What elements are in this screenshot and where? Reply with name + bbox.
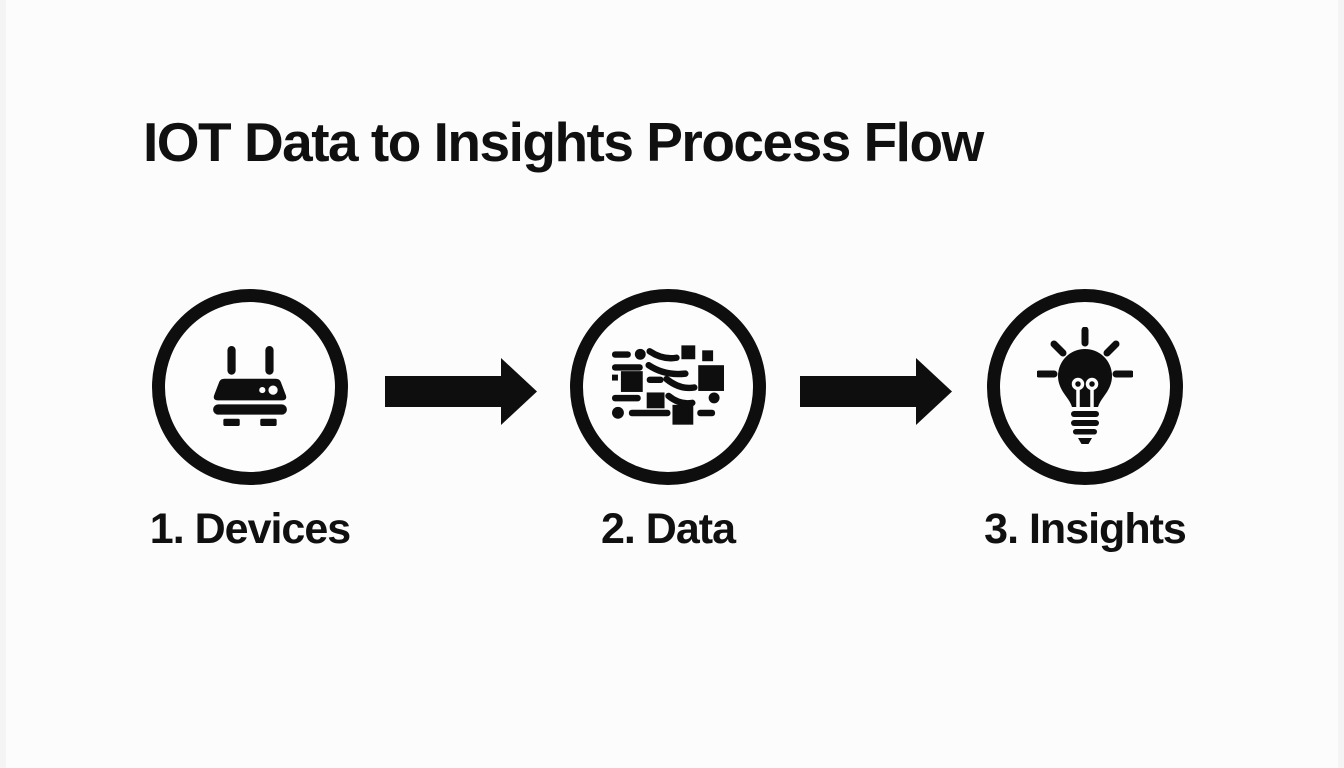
step-circle-devices bbox=[152, 289, 348, 485]
step-label-insights: 3. Insights bbox=[984, 505, 1187, 553]
step-label-devices: 1. Devices bbox=[149, 505, 351, 553]
right-edge-shading bbox=[1338, 0, 1344, 768]
step-circle-insights bbox=[987, 289, 1183, 485]
step-label-data: 2. Data bbox=[600, 505, 736, 553]
router-device-icon bbox=[211, 346, 289, 428]
left-edge-shading bbox=[0, 0, 6, 768]
flow-arrow-right-icon bbox=[800, 356, 954, 428]
step-circle-data bbox=[570, 289, 766, 485]
page-title: IOT Data to Insights Process Flow bbox=[143, 111, 984, 173]
flow-arrow-right-icon bbox=[385, 356, 539, 428]
lightbulb-icon bbox=[1037, 327, 1133, 447]
data-processing-icon bbox=[611, 345, 725, 429]
